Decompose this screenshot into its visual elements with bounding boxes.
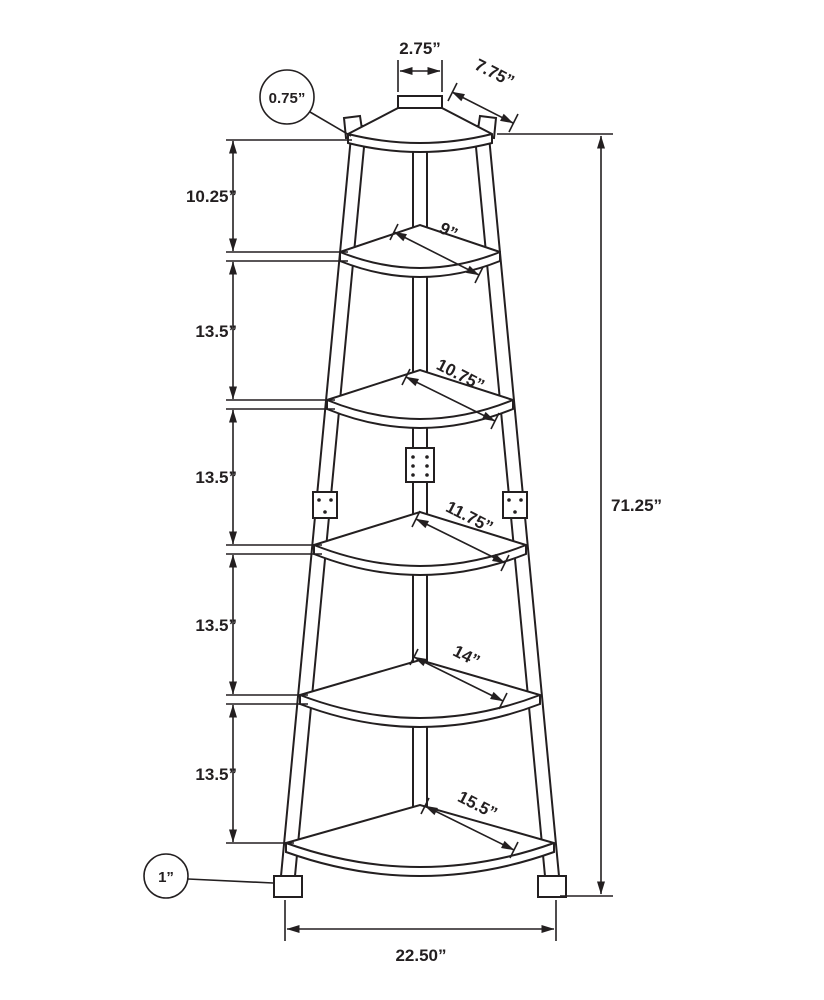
spacing-label-4: 13.5”	[195, 616, 237, 635]
left-foot	[273, 875, 303, 898]
dimension-annotations	[143, 60, 613, 941]
overall-height-dimension	[497, 133, 613, 897]
base-width-label: 22.50”	[395, 946, 446, 965]
spacing-label-2: 13.5”	[195, 322, 237, 341]
left-side-bracket	[312, 491, 338, 519]
spacing-label-1: 10.25”	[186, 187, 237, 206]
spacing-label-3: 13.5”	[195, 468, 237, 487]
top-cap	[347, 95, 493, 153]
spacing-label-5: 13.5”	[195, 765, 237, 784]
top-edge-dimension	[447, 82, 519, 133]
shelf-4	[299, 658, 541, 728]
right-foot	[537, 875, 567, 898]
left-extension-ticks	[226, 139, 352, 844]
center-bracket	[405, 447, 435, 483]
shelf-1	[339, 223, 501, 278]
shelf-thickness-label: 0.75”	[269, 90, 306, 107]
top-edge-depth-label: 7.75”	[472, 55, 518, 91]
overall-height-label: 71.25”	[611, 496, 662, 515]
shelf-unit-drawing	[273, 95, 567, 898]
foot-callout	[143, 853, 274, 899]
thickness-callout	[259, 69, 352, 137]
foot-height-label: 1”	[158, 869, 174, 886]
top-width-label: 2.75”	[399, 39, 441, 58]
shelf-5	[285, 803, 555, 877]
base-width-dimension	[284, 900, 557, 941]
right-side-bracket	[502, 491, 528, 519]
top-width-dimension	[397, 60, 443, 92]
shelf-radius-dimensions	[389, 223, 519, 859]
shelf-radius-label-4: 14”	[450, 641, 483, 670]
